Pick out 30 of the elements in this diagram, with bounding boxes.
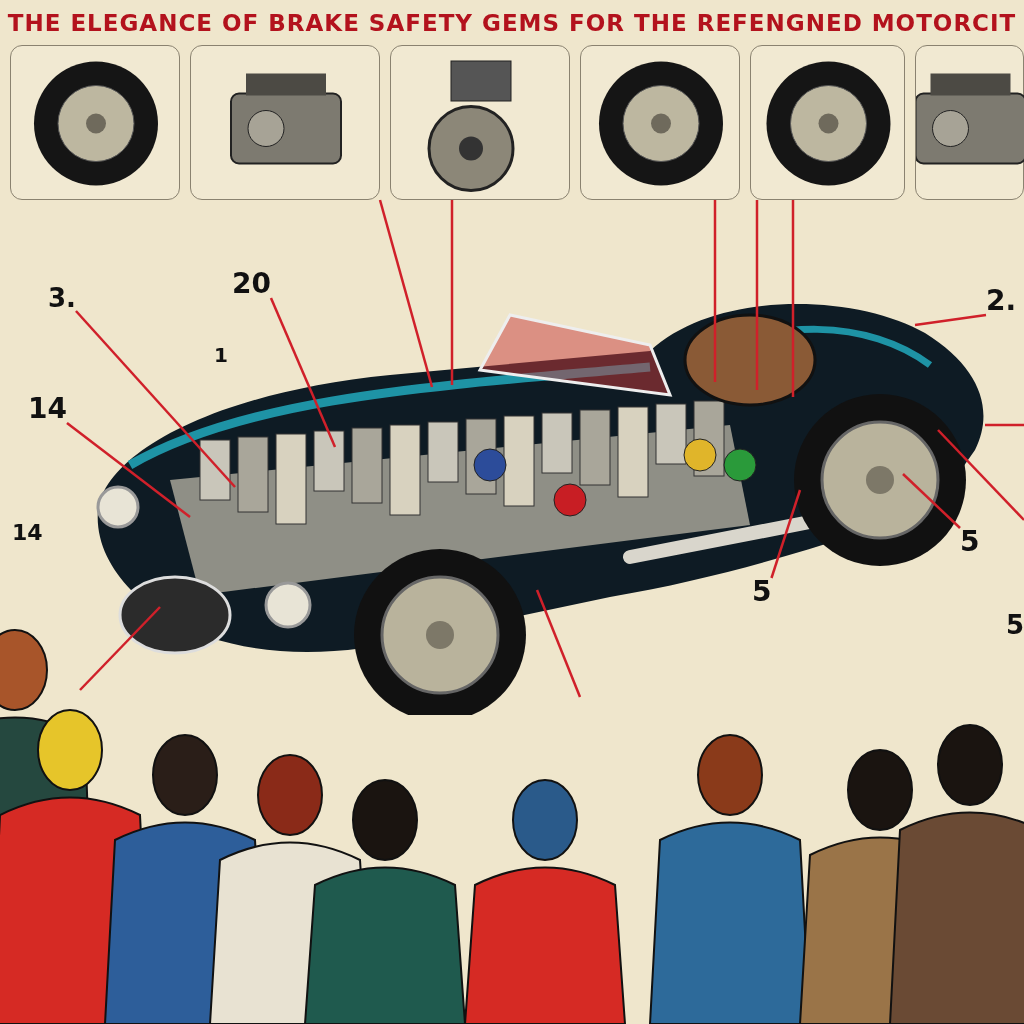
leader-line	[450, 200, 454, 385]
part-panel	[750, 45, 905, 200]
callout-number: 2.	[986, 287, 1017, 315]
leader-line	[535, 589, 582, 698]
part-panel	[190, 45, 380, 200]
callout-number: 5	[1006, 612, 1024, 638]
poster-title: THE ELEGANCE OF BRAKE SAFETY GEMS FOR THE REFENGNED MOTORCIT	[6, 10, 1018, 36]
part-panel	[390, 45, 570, 200]
callout-number: 5	[960, 528, 980, 556]
leader-line	[770, 489, 802, 579]
part-panel	[915, 45, 1024, 200]
callout-number: 5	[752, 578, 772, 606]
leader-line	[985, 423, 1024, 427]
leader-line	[269, 297, 337, 448]
callout-number: 1	[214, 345, 228, 365]
leader-line	[791, 200, 795, 397]
leader-line	[66, 422, 191, 518]
callout-number: 14	[12, 522, 43, 544]
leader-line	[79, 606, 161, 691]
part-panel	[10, 45, 180, 200]
leader-line	[378, 199, 434, 388]
leader-line	[75, 310, 236, 488]
part-panel	[580, 45, 740, 200]
callout-number: 3.	[48, 285, 76, 311]
callout-number: 14	[28, 395, 67, 423]
leader-line	[937, 429, 1024, 521]
callout-number: 20	[232, 270, 271, 298]
leader-line	[755, 200, 759, 390]
leader-line	[914, 313, 987, 327]
leader-line	[713, 200, 717, 382]
